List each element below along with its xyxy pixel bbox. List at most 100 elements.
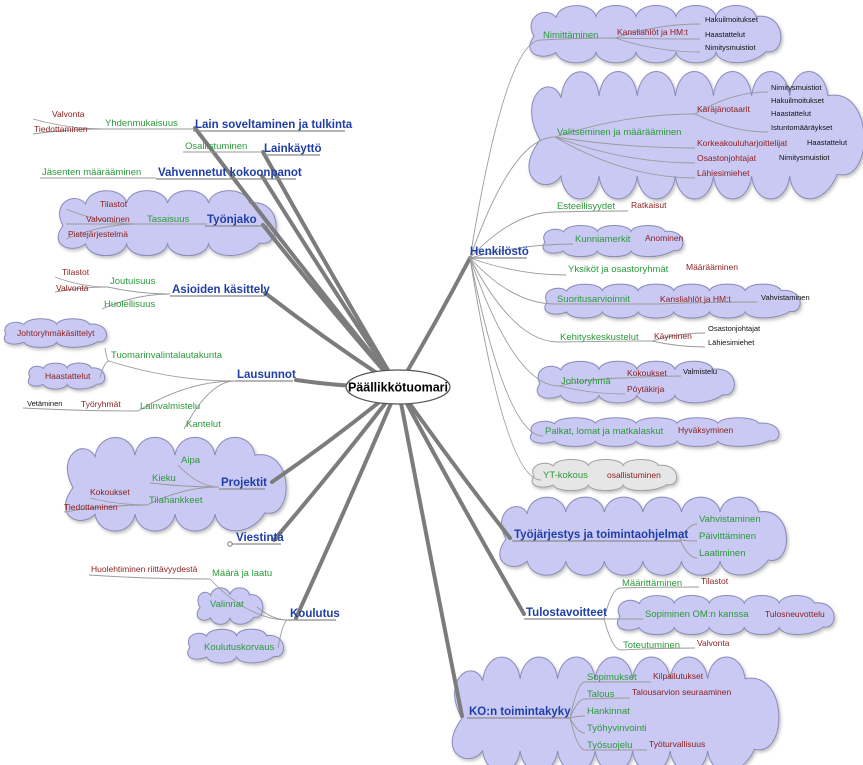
node-tuomarinvalintalautakunta[interactable]: Tuomarinvalintalautakunta — [111, 350, 223, 361]
branch-ko-toimintakyky[interactable]: KO:n toimintakyky — [469, 706, 571, 718]
node-hankinnat[interactable]: Hankinnat — [587, 706, 630, 717]
leaf-tilastot-2[interactable]: Tilastot — [62, 267, 90, 277]
leaf-talousarvio[interactable]: Talousarvion seuraaminen — [632, 687, 731, 697]
leaf-tyoryhmat[interactable]: Työryhmät — [81, 399, 121, 409]
leaf-tulosneuvottelu[interactable]: Tulosneuvottelu — [765, 609, 825, 619]
node-aipa[interactable]: Aipa — [181, 455, 201, 466]
leaf-kokoukset-r[interactable]: Kokoukset — [627, 368, 667, 378]
node-tyohyvinvointi[interactable]: Työhyvinvointi — [587, 723, 647, 734]
leaf-kayminen[interactable]: Käyminen — [654, 331, 692, 341]
leaf-nimitysmuistiot-1[interactable]: Nimitysmuistiot — [705, 43, 756, 52]
node-palkat[interactable]: Palkat, lomat ja matkalaskut — [545, 426, 664, 437]
leaf-lahiesimiehet-2[interactable]: Lähiesimiehet — [708, 338, 755, 347]
branch-asioiden-kasittely[interactable]: Asioiden käsittely — [172, 284, 270, 296]
leaf-tiedottaminen-2[interactable]: Tiedottaminen — [64, 502, 118, 512]
node-koulutuskorvaus[interactable]: Koulutuskorvaus — [204, 642, 274, 653]
leaf-maaraaminen[interactable]: Määrääminen — [686, 262, 738, 272]
node-osallistuminen[interactable]: Osallistuminen — [185, 141, 247, 152]
node-tasaisuus[interactable]: Tasaisuus — [147, 214, 189, 225]
node-vahvistaminen[interactable]: Vahvistaminen — [699, 514, 761, 525]
branch-vahvennetut[interactable]: Vahvennetut kokoonpanot — [158, 167, 302, 179]
branch-tyonjako[interactable]: Työnjako — [207, 214, 257, 226]
leaf-kansliahlot-2[interactable]: Kansliahlöt ja HM:t — [660, 294, 732, 304]
node-jasenten-maaraaminen[interactable]: Jäsenten määrääminen — [42, 167, 141, 178]
node-maara-ja-laatu[interactable]: Määrä ja laatu — [212, 568, 272, 579]
node-sopimukset[interactable]: Sopimukset — [587, 672, 637, 683]
branch-projektit[interactable]: Projektit — [221, 477, 267, 489]
node-talous[interactable]: Talous — [587, 689, 615, 700]
leaf-kilpailutukset[interactable]: Kilpailutukset — [653, 671, 704, 681]
leaf-valvonta-2[interactable]: Valvonta — [56, 283, 89, 293]
leaf-hyvaksyminen[interactable]: Hyväksyminen — [678, 425, 734, 435]
node-nimittaminen[interactable]: Nimittäminen — [543, 30, 598, 41]
leaf-vetaminen[interactable]: Vetäminen — [27, 399, 62, 408]
leaf-hakuilmoitukset-2[interactable]: Hakuilmoitukset — [771, 96, 825, 105]
branch-henkilosto[interactable]: Henkilöstö — [470, 246, 529, 258]
leaf-haastattelut-3[interactable]: Haastattelut — [807, 138, 848, 147]
node-yhdenmukaisuus[interactable]: Yhdenmukaisuus — [105, 118, 178, 129]
leaf-tilastot[interactable]: Tilastot — [100, 199, 128, 209]
leaf-valvonta-r[interactable]: Valvonta — [697, 638, 730, 648]
leaf-poytakirja[interactable]: Pöytäkirja — [627, 384, 665, 394]
sub-connector — [619, 586, 700, 589]
branch-viestinta[interactable]: Viestintä — [236, 532, 284, 544]
leaf-johtoryhmakasittelyt[interactable]: Johtoryhmäkäsittelyt — [17, 328, 95, 338]
node-valitseminen[interactable]: Valitseminen ja määrääminen — [557, 127, 681, 138]
node-toteutuminen[interactable]: Toteutuminen — [623, 640, 680, 651]
leaf-huolehtiminen[interactable]: Huolehtiminen riittävyydestä — [91, 564, 198, 574]
leaf-nimitysmuistiot-2[interactable]: Nimitysmuistiot — [771, 83, 822, 92]
leaf-haastattelut-1[interactable]: Haastattelut — [705, 30, 746, 39]
sub-connector — [54, 286, 109, 293]
node-tyosuojelu[interactable]: Työsuojelu — [587, 740, 632, 751]
node-kantelut[interactable]: Kantelut — [186, 419, 221, 430]
node-suoritusarvioinnit[interactable]: Suoritusarvioinnit — [557, 294, 630, 305]
leaf-nimitysmuistiot-3[interactable]: Nimitysmuistiot — [779, 153, 830, 162]
node-huolellisuus[interactable]: Huolellisuus — [104, 299, 155, 310]
leaf-lahiesimiehet-1[interactable]: Lähiesimiehet — [697, 168, 750, 178]
leaf-haastattelut[interactable]: Haastattelut — [45, 371, 91, 381]
leaf-kokoukset[interactable]: Kokoukset — [90, 487, 130, 497]
leaf-pistejarjestelma[interactable]: Pistejärjestelmä — [68, 229, 128, 239]
node-yksikot[interactable]: Yksiköt ja osastoryhmät — [568, 264, 669, 275]
sub-connector — [624, 375, 682, 379]
branch-lain-soveltaminen[interactable]: Lain soveltaminen ja tulkinta — [195, 119, 353, 131]
leaf-valvonta[interactable]: Valvonta — [52, 109, 85, 119]
leaf-tilastot-r[interactable]: Tilastot — [701, 576, 729, 586]
leaf-osastonjohtajat-2[interactable]: Osastonjohtajat — [708, 324, 761, 333]
node-johtoryhma[interactable]: Johtoryhmä — [561, 376, 611, 387]
leaf-hakuilmoitukset-1[interactable]: Hakuilmoitukset — [705, 15, 759, 24]
leaf-vahvistaminen[interactable]: Vahvistaminen — [761, 293, 810, 302]
leaf-istuntomaaraykset[interactable]: Istuntomääräykset — [771, 123, 833, 132]
leaf-ratkaisut[interactable]: Ratkaisut — [631, 200, 667, 210]
branch-tyojarjestys[interactable]: Työjärjestys ja toimintaohjelmat — [514, 529, 688, 541]
node-tilahankkeet[interactable]: Tilahankkeet — [149, 495, 203, 506]
node-lainvalmistelu[interactable]: Lainvalmistelu — [140, 401, 200, 412]
leaf-karajanotaarit[interactable]: Käräjänotaarit — [697, 104, 751, 114]
leaf-haastattelut-2[interactable]: Haastattelut — [771, 109, 812, 118]
node-laatiminen[interactable]: Laatiminen — [699, 548, 745, 559]
node-valinnat[interactable]: Valinnat — [210, 599, 244, 610]
leaf-korkeakouluharjoittelijat[interactable]: Korkeakouluharjoittelijat — [697, 138, 788, 148]
branch-lainkaytto[interactable]: Lainkäyttö — [264, 143, 322, 155]
node-paivittaminen[interactable]: Päivittäminen — [699, 531, 756, 542]
leaf-valmistelu[interactable]: Valmistelu — [683, 367, 717, 376]
leaf-valvominen[interactable]: Valvominen — [86, 214, 130, 224]
node-kunniamerkit[interactable]: Kunniamerkit — [575, 234, 631, 245]
leaf-tyoturvallisuus[interactable]: Työturvallisuus — [649, 739, 705, 749]
leaf-tiedottaminen[interactable]: Tiedottaminen — [34, 124, 88, 134]
node-joutuisuus[interactable]: Joutuisuus — [110, 276, 156, 287]
leaf-kansliahlot-1[interactable]: Kansliahlöt ja HM:t — [617, 27, 689, 37]
node-maarittaminen[interactable]: Määrittäminen — [622, 578, 682, 589]
branch-koulutus[interactable]: Koulutus — [290, 608, 340, 620]
branch-tulostavoitteet[interactable]: Tulostavoitteet — [526, 607, 607, 619]
root-node[interactable]: Päällikkötuomari — [345, 369, 451, 405]
leaf-anominen[interactable]: Anominen — [645, 233, 684, 243]
leaf-osallistuminen[interactable]: osallistuminen — [607, 470, 661, 480]
node-esteellisyydet[interactable]: Esteellisyydet — [557, 201, 615, 212]
node-yt-kokous[interactable]: YT-kokous — [543, 470, 588, 481]
node-kehityskeskustelut[interactable]: Kehityskeskustelut — [560, 332, 639, 343]
leaf-osastonjohtajat-1[interactable]: Osastonjohtajat — [697, 153, 757, 163]
node-kieku[interactable]: Kieku — [152, 473, 176, 484]
node-sopiminen[interactable]: Sopiminen OM:n kanssa — [645, 609, 749, 620]
branch-lausunnot[interactable]: Lausunnot — [237, 369, 296, 381]
